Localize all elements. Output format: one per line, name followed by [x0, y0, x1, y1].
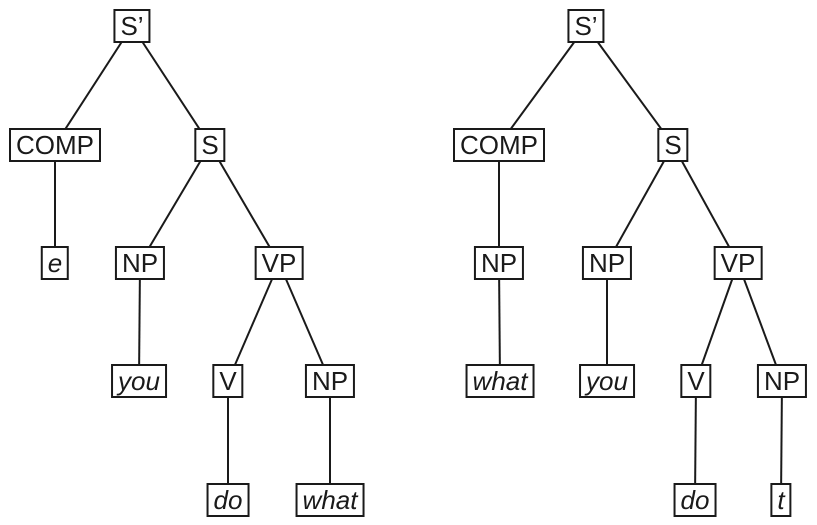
- tree-edge-vp-np-obj: [278, 262, 331, 382]
- tree-node-right-tree-surface-structure-s-bar: S’: [567, 9, 605, 43]
- tree-node-left-tree-deep-structure-np-subj: NP: [114, 246, 166, 280]
- tree-node-left-tree-deep-structure-s: S: [194, 128, 226, 162]
- tree-node-left-tree-deep-structure-do: do: [206, 483, 250, 517]
- tree-node-left-tree-deep-structure-vp: VP: [254, 246, 304, 280]
- tree-edge-s-bar-comp: [498, 25, 587, 146]
- tree-node-right-tree-surface-structure-vp: VP: [713, 246, 763, 280]
- tree-node-right-tree-surface-structure-np-subj: NP: [581, 246, 633, 280]
- tree-node-left-tree-deep-structure-e: e: [40, 246, 70, 280]
- tree-edge-s-bar-s: [131, 25, 211, 146]
- tree-edge-s-vp: [209, 144, 280, 264]
- tree-edge-v-do: [694, 380, 697, 501]
- tree-node-right-tree-surface-structure-comp: COMP: [453, 128, 545, 162]
- tree-node-right-tree-surface-structure-np-obj: NP: [756, 364, 808, 398]
- tree-edge-vp-np-obj: [737, 262, 783, 382]
- tree-edge-np-subj-you: [138, 262, 141, 382]
- tree-node-right-tree-surface-structure-np-wh: NP: [473, 246, 525, 280]
- tree-node-right-tree-surface-structure-do: do: [673, 483, 717, 517]
- tree-node-left-tree-deep-structure-v: V: [212, 364, 244, 398]
- tree-node-left-tree-deep-structure-np-obj: NP: [304, 364, 356, 398]
- tree-edge-np-obj-t: [780, 380, 783, 501]
- tree-edge-s-vp: [672, 144, 739, 264]
- tree-node-right-tree-surface-structure-what: what: [465, 364, 535, 398]
- tree-edge-s-bar-s: [585, 25, 674, 146]
- tree-edge-s-np-subj: [606, 144, 674, 264]
- tree-edge-np-wh-what: [498, 262, 501, 382]
- tree-node-left-tree-deep-structure-you: you: [111, 364, 167, 398]
- tree-node-right-tree-surface-structure-t: t: [770, 483, 792, 517]
- tree-edge-vp-v: [227, 262, 280, 382]
- tree-edge-s-bar-comp: [54, 25, 133, 146]
- tree-node-left-tree-deep-structure-s-bar: S’: [113, 9, 151, 43]
- tree-edge-vp-v: [695, 262, 739, 382]
- tree-node-right-tree-surface-structure-v: V: [680, 364, 712, 398]
- tree-edge-s-np-subj: [139, 144, 211, 264]
- tree-node-right-tree-surface-structure-you: you: [579, 364, 635, 398]
- tree-node-left-tree-deep-structure-comp: COMP: [9, 128, 101, 162]
- tree-node-left-tree-deep-structure-what: what: [295, 483, 365, 517]
- tree-node-right-tree-surface-structure-s: S: [657, 128, 689, 162]
